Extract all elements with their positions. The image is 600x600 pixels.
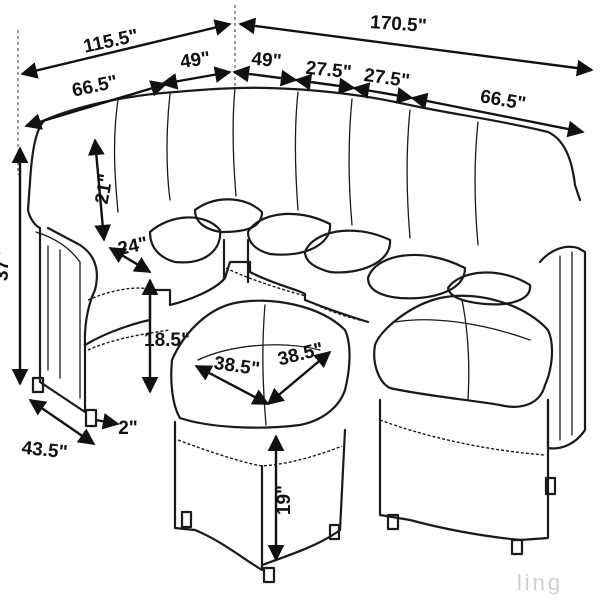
dimline-left-corner	[160, 66, 232, 90]
dimline-right-section	[238, 17, 594, 77]
label-right-section-width: 170.5"	[369, 12, 427, 37]
dimline-armless-2	[352, 82, 414, 104]
dimline-depth	[28, 399, 96, 445]
label-depth: 43.5"	[21, 438, 69, 464]
base-piping-center	[225, 267, 307, 297]
back-seam-3	[232, 87, 237, 197]
center-corner-block	[222, 238, 250, 284]
dimline-back-height	[87, 138, 112, 242]
label-armless-seat-2-width: 27.5"	[363, 65, 411, 92]
label-back-height: 21"	[92, 172, 118, 205]
chaise-piping	[379, 419, 546, 456]
label-ottoman-length: 38.5"	[213, 353, 261, 380]
label-ottoman-height: 19"	[274, 485, 295, 515]
base-piping-right	[305, 299, 369, 323]
ottoman-piping	[177, 439, 343, 467]
ottoman	[170, 299, 351, 584]
ottoman-top-seam-a	[197, 344, 321, 361]
leg-chaise-right	[510, 538, 524, 556]
back-seam-2	[166, 93, 171, 201]
left-arm	[26, 180, 98, 414]
label-right-arm-seat-width: 66.5"	[478, 86, 527, 115]
label-leg-height: 2"	[118, 418, 138, 439]
seat-cushion-1	[148, 216, 222, 264]
label-ottoman-width: 38.5"	[276, 339, 326, 371]
back-seam-1	[113, 99, 119, 213]
leg-front	[84, 408, 98, 428]
dimline-left-arm-seat	[24, 80, 168, 130]
base-piping-left	[87, 329, 171, 351]
label-armless-seat-1-width: 27.5"	[305, 58, 353, 84]
dimline-right-arm-seat	[410, 92, 585, 138]
back-seam-6	[406, 109, 411, 239]
dimline-right-corner	[232, 65, 298, 87]
chaise-cushion	[373, 294, 554, 408]
sofa-base-front	[83, 260, 370, 347]
label-left-arm-seat-width: 66.5"	[70, 72, 119, 102]
seat-cushions	[148, 198, 532, 306]
chaise-cushion-seam-a	[394, 319, 531, 341]
left-arm-piping	[87, 287, 151, 301]
dimline-armless-1	[294, 73, 356, 95]
leg-left	[31, 376, 45, 394]
dimline-leg-height	[95, 413, 120, 430]
back-seam-5	[348, 98, 353, 226]
label-total-height: 37"	[0, 250, 14, 281]
right-arm	[538, 245, 587, 450]
chaise-cushion-seam-b	[461, 299, 470, 401]
left-arm-front	[35, 231, 81, 399]
seat-cushion-5	[366, 253, 467, 300]
ottoman-leg-front	[262, 566, 276, 584]
dimline-left-section	[20, 19, 232, 79]
label-arm-width: 24"	[116, 233, 150, 260]
label-left-corner-width: 49"	[179, 48, 212, 73]
sectional-sofa	[26, 86, 587, 556]
dimension-lines	[11, 5, 594, 562]
ottoman-leg-left	[180, 510, 193, 529]
dimline-ottoman-width	[266, 350, 332, 406]
back-seam-4	[294, 91, 299, 211]
dimline-arm-width	[108, 246, 152, 274]
leg-right	[544, 476, 557, 496]
label-seat-height: 18.5"	[144, 330, 190, 351]
ottoman-leg-right	[328, 523, 341, 541]
ottoman-base	[173, 420, 347, 572]
label-right-corner-width: 49"	[251, 49, 283, 73]
ottoman-top-seam-b	[262, 304, 267, 426]
chaise-back-cushion	[446, 271, 532, 306]
chaise-base	[378, 398, 550, 542]
seat-cushion-4	[303, 229, 392, 274]
dimline-ottoman-length	[194, 364, 270, 406]
watermark: ling	[517, 570, 563, 595]
back-seam-7	[474, 121, 479, 246]
seat-cushion-3	[246, 212, 332, 256]
ottoman-top	[170, 299, 351, 429]
leg-chaise-left	[386, 513, 400, 531]
